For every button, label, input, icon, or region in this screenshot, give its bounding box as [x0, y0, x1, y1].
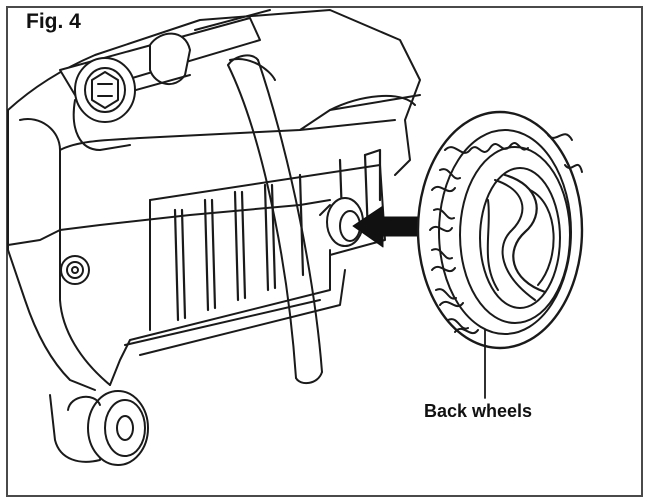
hose: [227, 54, 323, 385]
machine-body: [7, 9, 421, 391]
hose-connector: [72, 57, 136, 151]
back-wheel: [416, 110, 584, 350]
figure-label: Fig. 4: [20, 8, 91, 37]
caster-wheel: [49, 390, 149, 466]
side-bolt: [60, 255, 90, 285]
axle-socket: [319, 197, 364, 247]
back-wheels-label: Back wheels: [424, 401, 533, 421]
